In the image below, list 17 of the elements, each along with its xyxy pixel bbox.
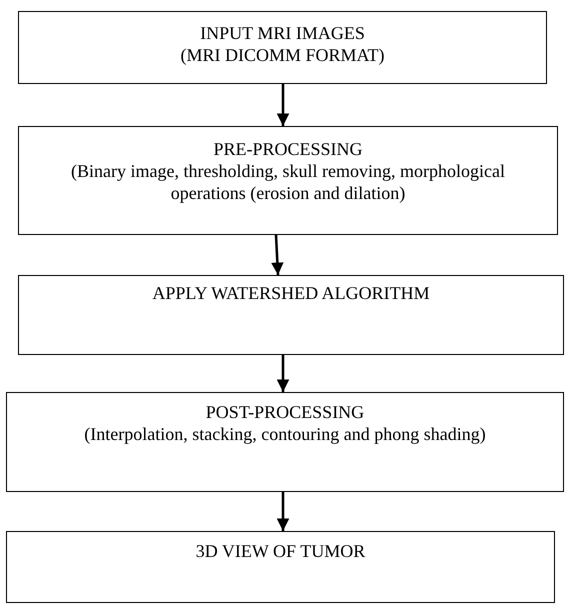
process-box bbox=[6, 531, 555, 603]
arrow bbox=[276, 492, 290, 531]
process-box bbox=[18, 11, 547, 84]
step-description: (MRI DICOMM FORMAT) bbox=[179, 44, 386, 66]
step-title: POST-PROCESSING bbox=[204, 401, 366, 423]
process-box bbox=[18, 275, 564, 355]
arrow bbox=[271, 234, 284, 276]
step-description: (Interpolation, stacking, contouring and phong shading) bbox=[83, 423, 487, 445]
step-description: (Binary image, thresholding, skull removing, morphological operations (erosion and dilation) bbox=[70, 160, 506, 204]
step-title: PRE-PROCESSING bbox=[212, 138, 364, 160]
arrow bbox=[276, 84, 290, 126]
step-title: INPUT MRI IMAGES bbox=[199, 22, 366, 44]
step-title: APPLY WATERSHED ALGORITHM bbox=[151, 282, 431, 304]
arrow bbox=[276, 355, 290, 392]
process-box bbox=[6, 392, 564, 492]
process-box bbox=[18, 126, 558, 235]
step-title: 3D VIEW OF TUMOR bbox=[194, 540, 366, 562]
